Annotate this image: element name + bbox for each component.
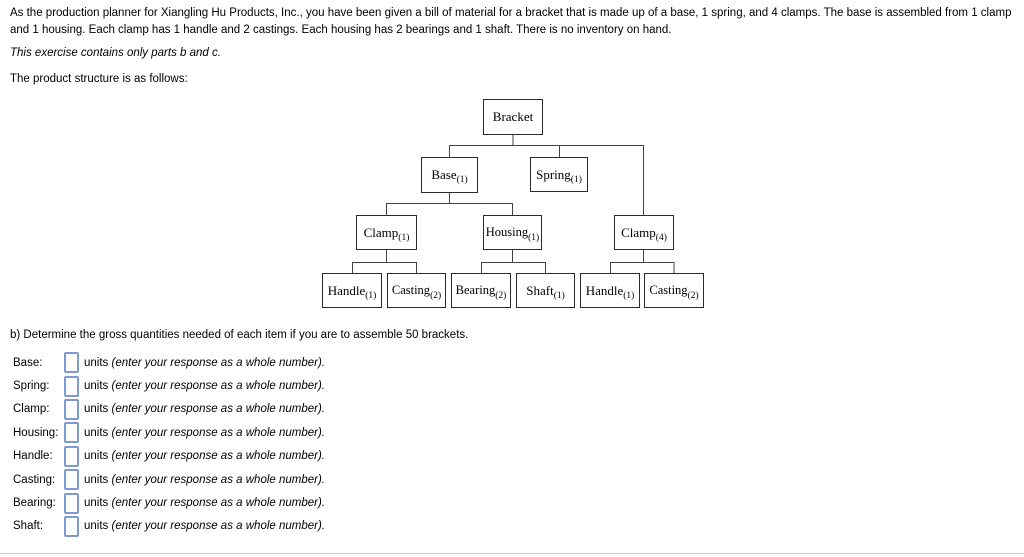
response-hint: (enter your response as a whole number). <box>111 520 326 533</box>
node-label: Shaft <box>526 282 554 298</box>
units-label: units <box>84 426 109 439</box>
node-label: Housing <box>485 225 529 239</box>
units-label: units <box>84 497 109 510</box>
answer-row-handle: Handle: units (enter your response as a … <box>13 445 325 468</box>
answer-label: Casting: <box>13 473 56 486</box>
handle-units-input[interactable] <box>64 445 79 467</box>
bom-node-bearing: Bearing(2) <box>451 273 511 308</box>
node-qty-subscript: (4) <box>655 232 667 243</box>
node-label: Base <box>431 167 457 182</box>
intro-paragraph: As the production planner for Xiangling … <box>10 5 1011 39</box>
bom-node-bracket: Bracket <box>483 99 543 135</box>
node-label: Bearing <box>455 283 496 297</box>
bom-node-base: Base(1) <box>421 157 478 193</box>
bom-node-handle-left: Handle(1) <box>322 273 382 308</box>
node-qty-subscript: (2) <box>687 290 699 301</box>
answer-row-casting: Casting: units (enter your response as a… <box>13 468 325 491</box>
answer-row-shaft: Shaft: units (enter your response as a w… <box>13 515 325 538</box>
response-hint: (enter your response as a whole number). <box>111 426 326 439</box>
node-qty-subscript: (1) <box>456 175 468 185</box>
units-label: units <box>84 403 109 416</box>
node-qty-subscript: (1) <box>365 290 377 301</box>
units-label: units <box>84 520 109 533</box>
answer-row-spring: Spring: units (enter your response as a … <box>13 374 325 397</box>
node-label: Casting <box>649 283 688 297</box>
clamp-units-input[interactable] <box>64 398 79 420</box>
node-label: Handle <box>585 282 624 298</box>
answer-label: Clamp: <box>13 403 50 416</box>
spring-units-input[interactable] <box>64 375 79 397</box>
answer-row-clamp: Clamp: units (enter your response as a w… <box>13 398 325 421</box>
node-label: Handle <box>327 282 366 298</box>
bom-node-casting-right: Casting(2) <box>644 273 704 308</box>
bom-node-clamp-1: Clamp(1) <box>356 215 417 250</box>
exercise-note: This exercise contains only parts b and … <box>10 47 221 59</box>
answer-label: Spring: <box>13 380 50 393</box>
node-qty-subscript: (1) <box>553 290 565 301</box>
node-qty-subscript: (2) <box>430 290 442 301</box>
response-hint: (enter your response as a whole number). <box>111 473 326 486</box>
bom-node-casting-left: Casting(2) <box>387 273 446 308</box>
response-hint: (enter your response as a whole number). <box>111 356 326 369</box>
node-label: Clamp <box>363 224 399 240</box>
casting-units-input[interactable] <box>64 469 79 491</box>
structure-intro: The product structure is as follows: <box>10 73 188 85</box>
answer-row-bearing: Bearing: units (enter your response as a… <box>13 491 325 514</box>
answer-label: Shaft: <box>13 520 44 533</box>
answer-label: Bearing: <box>13 497 56 510</box>
base-units-input[interactable] <box>64 352 79 374</box>
intro-line-1: As the production planner for Xiangling … <box>10 7 1012 19</box>
response-hint: (enter your response as a whole number). <box>111 380 326 393</box>
response-hint: (enter your response as a whole number). <box>111 403 326 416</box>
node-label: Clamp <box>621 224 656 240</box>
response-hint: (enter your response as a whole number). <box>111 450 326 463</box>
units-label: units <box>84 356 109 369</box>
node-qty-subscript: (1) <box>570 174 582 185</box>
shaft-units-input[interactable] <box>64 515 79 537</box>
bom-node-handle-right: Handle(1) <box>580 273 640 308</box>
units-label: units <box>84 380 109 393</box>
node-label: Spring <box>536 166 571 182</box>
answer-rows: Base: units (enter your response as a wh… <box>13 351 325 538</box>
node-label: Bracket <box>492 109 534 124</box>
answer-row-housing: Housing: units (enter your response as a… <box>13 421 325 444</box>
node-qty-subscript: (1) <box>623 290 635 301</box>
bottom-divider <box>0 553 1024 554</box>
bom-node-spring: Spring(1) <box>530 157 588 192</box>
node-qty-subscript: (2) <box>495 290 507 301</box>
bom-node-clamp-4: Clamp(4) <box>614 215 674 250</box>
units-label: units <box>84 450 109 463</box>
intro-line-2: and 1 housing. Each clamp has 1 handle a… <box>10 24 672 36</box>
answer-label: Base: <box>13 356 43 369</box>
answer-label: Handle: <box>13 450 53 463</box>
response-hint: (enter your response as a whole number). <box>111 497 326 510</box>
answer-row-base: Base: units (enter your response as a wh… <box>13 351 325 374</box>
bom-node-shaft: Shaft(1) <box>516 273 575 308</box>
bom-node-housing: Housing(1) <box>483 215 542 250</box>
units-label: units <box>84 473 109 486</box>
housing-units-input[interactable] <box>64 422 79 444</box>
answer-label: Housing: <box>13 426 59 439</box>
bearing-units-input[interactable] <box>64 492 79 514</box>
node-qty-subscript: (1) <box>528 232 540 243</box>
node-label: Casting <box>391 283 431 297</box>
node-qty-subscript: (1) <box>398 232 410 243</box>
question-b: b) Determine the gross quantities needed… <box>10 329 469 341</box>
